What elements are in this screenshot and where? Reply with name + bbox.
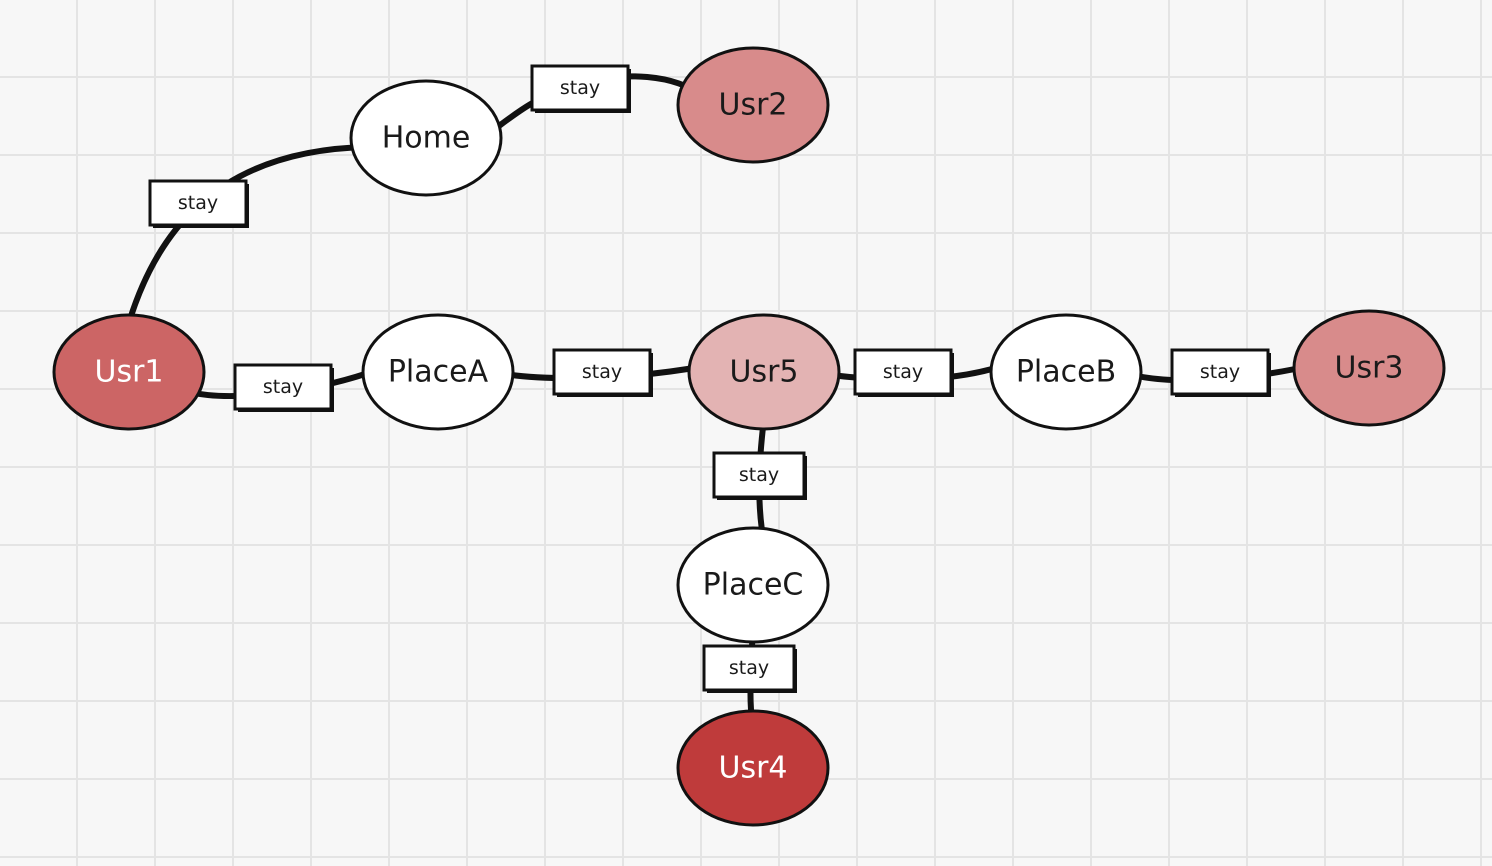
node-placeb-shape [989, 313, 1143, 431]
edge-label-box [148, 179, 248, 227]
node-usr5-label: Usr5 [729, 355, 798, 390]
edge-label-home-usr2: stay [530, 64, 631, 113]
node-usr4-label: Usr4 [718, 751, 787, 786]
edge-label-box [712, 451, 806, 499]
node-usr2[interactable]: Usr2 [676, 46, 830, 164]
edge-label-usr1-placea: stay [233, 363, 334, 412]
edge-label-box [530, 64, 630, 112]
node-placeb-label: PlaceB [1016, 355, 1116, 390]
node-placea[interactable]: PlaceA [361, 313, 515, 431]
edge-usr1-home [121, 144, 371, 343]
edge-label-box [552, 348, 652, 396]
node-usr3-label: Usr3 [1334, 351, 1403, 386]
edge-label-text: stay [263, 376, 303, 398]
edge-label-placec-usr4: stay [702, 644, 797, 693]
node-placec-label: PlaceC [703, 568, 804, 603]
edge-label-text: stay [883, 361, 923, 383]
node-home-label: Home [382, 121, 471, 156]
node-usr5-shape [687, 313, 841, 431]
node-usr2-shape [676, 46, 830, 164]
node-usr4-shape [676, 709, 830, 827]
edge-label-box [1170, 348, 1270, 396]
edge-label-usr5-placec: stay [712, 451, 807, 500]
node-usr4[interactable]: Usr4 [676, 709, 830, 827]
edge-label-text: stay [1200, 361, 1240, 383]
edge-label-text: stay [560, 77, 600, 99]
node-usr3-shape [1292, 309, 1446, 427]
node-usr5[interactable]: Usr5 [687, 313, 841, 431]
edge-label-box [853, 348, 953, 396]
edge-label-text: stay [582, 361, 622, 383]
node-placea-label: PlaceA [388, 355, 489, 390]
edge-label-placeb-usr3: stay [1170, 348, 1271, 397]
edge-label-text: stay [739, 464, 779, 486]
edge-label-box [233, 363, 333, 411]
node-placec-shape [676, 526, 830, 644]
node-home[interactable]: Home [349, 79, 503, 197]
node-placeb[interactable]: PlaceB [989, 313, 1143, 431]
node-usr2-label: Usr2 [718, 88, 787, 123]
edge-label-layer: stay stay stay stay stay stay stay stay [148, 64, 1271, 693]
edge-label-usr1-home: stay [148, 179, 249, 228]
node-usr1-shape [52, 313, 206, 431]
node-home-shape [349, 79, 503, 197]
edge-label-text: stay [178, 192, 218, 214]
edge-label-text: stay [729, 657, 769, 679]
edge-label-placea-usr5: stay [552, 348, 653, 397]
edge-label-usr5-placeb: stay [853, 348, 954, 397]
node-placea-shape [361, 313, 515, 431]
edge-label-box [702, 644, 796, 692]
node-usr3[interactable]: Usr3 [1292, 309, 1446, 427]
node-usr1[interactable]: Usr1 [52, 313, 206, 431]
node-placec[interactable]: PlaceC [676, 526, 830, 644]
node-usr1-label: Usr1 [94, 355, 163, 390]
